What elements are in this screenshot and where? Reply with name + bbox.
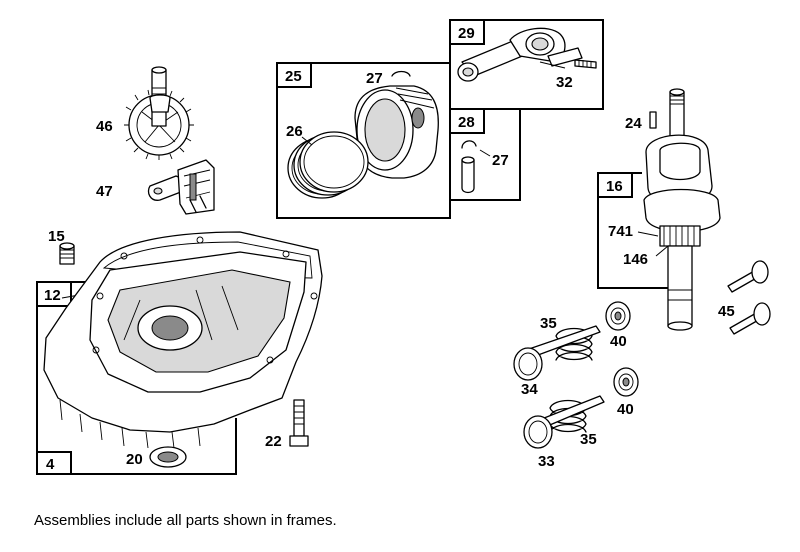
- piston-rings: [287, 131, 369, 199]
- frame-label-29: 29: [458, 25, 475, 42]
- callout-35-upper: 35: [540, 315, 557, 332]
- frame-label-16: 16: [606, 178, 623, 195]
- frame-label-25: 25: [285, 68, 302, 85]
- frame-label-4: 4: [46, 456, 55, 473]
- callout-15: 15: [48, 228, 65, 245]
- camshaft-gear: [124, 66, 194, 160]
- valve-tappet-lower: [729, 302, 771, 335]
- frame-29-connecting-rod: 29 32: [449, 19, 604, 110]
- callout-741: 741: [608, 223, 633, 240]
- governor-bracket: [147, 159, 215, 215]
- callout-33: 33: [538, 453, 555, 470]
- crankcase: [43, 231, 323, 449]
- callout-146: 146: [623, 251, 648, 268]
- callout-47: 47: [96, 183, 113, 200]
- frame-28-piston-pin: 28 27: [449, 108, 521, 201]
- frame-25-piston: 25 27 26: [276, 62, 451, 219]
- callout-27-clip: 27: [366, 70, 383, 87]
- oil-seal: [149, 446, 187, 468]
- intake-valve: [523, 395, 605, 449]
- drain-plug: [59, 242, 75, 265]
- piston-pin: [461, 156, 475, 194]
- callout-40-lower: 40: [617, 401, 634, 418]
- valve-tappet-upper: [727, 260, 769, 293]
- callout-34: 34: [521, 381, 538, 398]
- frame-label-12: 12: [44, 287, 61, 304]
- exhaust-valve: [513, 325, 601, 381]
- piston: [354, 85, 439, 179]
- callout-32: 32: [556, 74, 573, 91]
- crankcase-bolt: [289, 399, 309, 447]
- callout-27-pin-clip: 27: [492, 152, 509, 169]
- crankshaft: [643, 88, 721, 331]
- callout-20: 20: [126, 451, 143, 468]
- callout-22: 22: [265, 433, 282, 450]
- callout-26: 26: [286, 123, 303, 140]
- valve-retainer-upper: [605, 301, 631, 331]
- callout-46: 46: [96, 118, 113, 135]
- callout-40-upper: 40: [610, 333, 627, 350]
- callout-45: 45: [718, 303, 735, 320]
- frame-label-28: 28: [458, 114, 475, 131]
- rod-bolt: [574, 59, 597, 69]
- valve-spring-upper: [555, 327, 593, 361]
- valve-retainer-lower: [613, 367, 639, 397]
- callout-24: 24: [625, 115, 642, 132]
- footnote: Assemblies include all parts shown in fr…: [34, 512, 337, 529]
- connecting-rod: [457, 27, 583, 82]
- crankshaft-key: [649, 111, 657, 129]
- frame-4-crankcase: 12 4 20: [36, 231, 323, 475]
- callout-35-lower: 35: [580, 431, 597, 448]
- frame-16-crankshaft: 16 741 146: [597, 88, 721, 331]
